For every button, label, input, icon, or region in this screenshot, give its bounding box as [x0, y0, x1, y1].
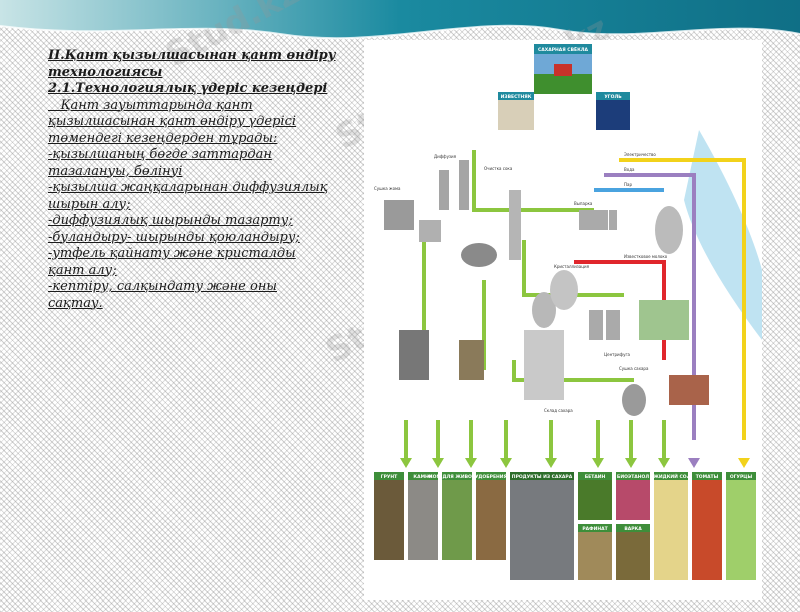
diagram-labels: Электричество Вода Пар Известковое молок… [374, 152, 668, 413]
flow-lines [422, 150, 746, 440]
body-line: Қант зауыттарында қант [48, 97, 253, 113]
product-label: ГРУНТ [381, 474, 398, 480]
body-line: қызылшасынан қант өндіру үдерісі [48, 114, 297, 129]
diagram-label: Сушка сахара [619, 366, 649, 371]
body-line: тазалануы, бөлінуі [48, 163, 183, 179]
header-wave [0, 0, 800, 40]
body-line: -утфель қайнату және кристалды [48, 246, 296, 261]
diagram-label: Очистка сока [484, 166, 513, 171]
product-label: БЕТАИН [585, 474, 606, 480]
diagram-label: Выпарка [574, 201, 593, 206]
diagram-label: Склад сахара [544, 408, 573, 413]
product-label: УДОБРЕНИЯ [475, 474, 508, 480]
coal-photo: УГОЛЬ [596, 92, 630, 130]
factory-equipment [384, 160, 709, 416]
coal-label: УГОЛЬ [604, 94, 622, 100]
body-line: -диффузиялық шырынды тазарту; [48, 213, 293, 228]
product-label: ЖИДКИЙ CO₂ [653, 472, 688, 480]
diagram-label: Сушка жома [374, 186, 401, 191]
body-line: -қызылшаның бөгде заттардан [48, 147, 272, 162]
diagram-svg: САХАРНАЯ СВЁКЛА ИЗВЕСТНЯК УГОЛЬ [374, 44, 762, 580]
slide-subheading: 2.1.Технологиялық үдеріс кезеңдері [48, 81, 328, 96]
product-label: ОГУРЦЫ [730, 474, 753, 480]
body-line: қант алу; [48, 262, 117, 278]
product-label: ВАРКА [624, 526, 642, 532]
diagram-label: Вода [624, 167, 635, 172]
lime-photo: ИЗВЕСТНЯК [498, 92, 534, 130]
diagram-label: Кристаллизация [554, 264, 590, 269]
diagram-label: Пар [624, 182, 632, 187]
body-line: шырын алу; [48, 196, 131, 212]
product-label: РАФИНАТ [582, 526, 608, 532]
slide-heading-line: технологиясы [48, 64, 163, 80]
product-label: КАМНИ [413, 474, 432, 480]
field-label: САХАРНАЯ СВЁКЛА [538, 46, 589, 53]
body-line: -кептіру, салқындату және оны [48, 279, 277, 294]
product-label: ЖОМ ДЛЯ ЖИВОТНЫХ [427, 474, 487, 480]
slide-heading-line: II.Қант қызылшасынан қант өндіру [48, 48, 336, 63]
diagram-label: Известковое молоко [624, 254, 668, 259]
sugar-production-diagram: САХАРНАЯ СВЁКЛА ИЗВЕСТНЯК УГОЛЬ [364, 40, 762, 600]
purple-arrow [688, 458, 700, 468]
product-arrows [400, 420, 670, 468]
diagram-label: Диффузия [434, 154, 457, 159]
lime-label: ИЗВЕСТНЯК [501, 94, 532, 100]
product-label: ПРОДУКТЫ ИЗ САХАРА [512, 474, 573, 480]
body-line: -қызылша жаңқаларынан диффузиялық [48, 180, 328, 195]
body-line: -буландыру- шырынды қоюландыру; [48, 229, 300, 245]
beet-field-photo: САХАРНАЯ СВЁКЛА [534, 44, 592, 94]
product-tiles: ГРУНТ КАМНИ ЖОМ ДЛЯ ЖИВОТНЫХ УДОБРЕНИЯ П… [374, 472, 756, 580]
body-line: сақтау. [48, 295, 103, 311]
product-label: ТОМАТЫ [696, 474, 719, 480]
product-label: БИОЭТАНОЛ [617, 474, 649, 480]
slide-text: II.Қант қызылшасынан қант өндіру техноло… [48, 48, 360, 312]
diagram-label: Центрифуга [604, 352, 631, 357]
yellow-arrow [738, 458, 750, 468]
body-line: төмендегі кезеңдерден тұрады: [48, 130, 278, 146]
diagram-label: Электричество [624, 152, 656, 157]
